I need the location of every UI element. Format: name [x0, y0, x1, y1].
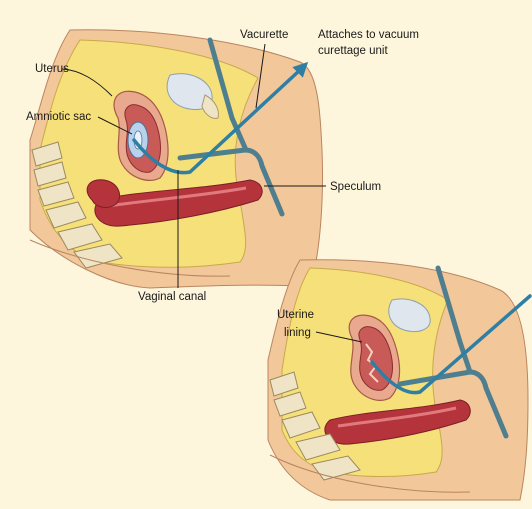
- label-uterine-line2: lining: [284, 327, 311, 339]
- top-cross-section: [30, 30, 323, 288]
- label-attaches-line1: Attaches to vacuum: [318, 29, 419, 41]
- label-uterine-line1: Uterine: [277, 309, 314, 321]
- label-attaches-line2: curettage unit: [318, 45, 388, 57]
- bottom-cross-section: [268, 260, 530, 500]
- label-amniotic-sac: Amniotic sac: [26, 111, 91, 123]
- label-speculum: Speculum: [330, 181, 381, 193]
- label-vacurette: Vacurette: [240, 29, 288, 41]
- label-vaginal-canal: Vaginal canal: [138, 291, 206, 303]
